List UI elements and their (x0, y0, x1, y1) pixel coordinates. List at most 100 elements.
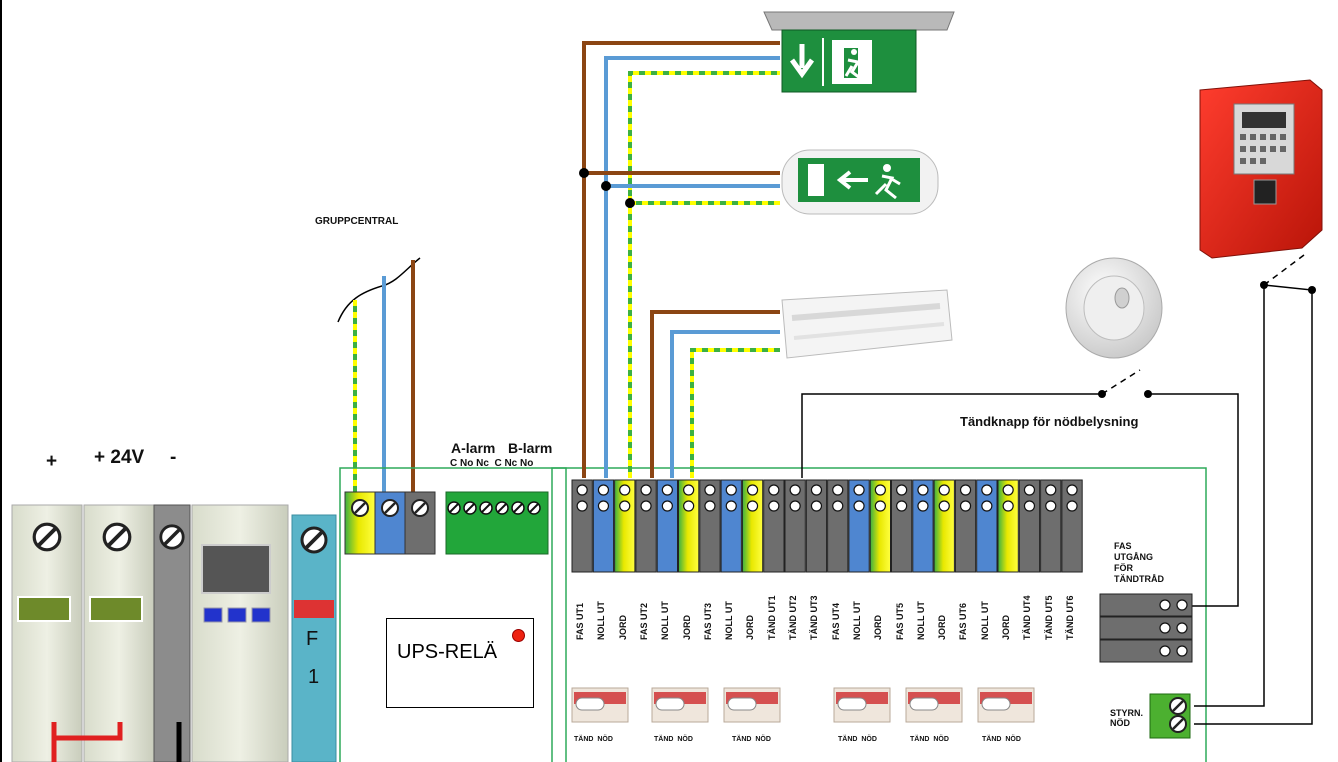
switch-wire-left (801, 393, 1102, 478)
cable-sheath (337, 257, 421, 323)
terminal-label: FAS UT6 (958, 602, 969, 640)
terminal-screw-hole (1066, 500, 1078, 512)
plus-label: + (46, 451, 58, 472)
terminal-14 (848, 479, 870, 573)
terminal-label: JORD (745, 614, 756, 640)
terminal-screw-hole (832, 500, 844, 512)
fire-wire-2 (1194, 284, 1313, 725)
terminal-screw-hole (1066, 484, 1078, 496)
terminal-screw-hole (1023, 484, 1036, 496)
terminal-2 (592, 479, 615, 573)
a-larm-label: A-larm (451, 440, 496, 456)
mode-switch-2[interactable] (651, 687, 709, 723)
terminal-screw-hole (640, 500, 652, 512)
terminal-screw-hole (874, 484, 886, 496)
terminal-screw-hole (853, 484, 865, 496)
terminal-screw-hole (1002, 500, 1014, 512)
terminal-screw-hole (874, 500, 886, 512)
fuse-1-label: 1 (308, 666, 320, 688)
fluorescent-luminaire-icon (781, 289, 953, 359)
terminal-23 (1040, 479, 1062, 573)
terminal-16 (891, 479, 913, 573)
terminal-screw-hole (661, 500, 673, 512)
tandknapp-label: Tändknapp för nödbelysning (960, 414, 1139, 429)
input-terminal-block (344, 491, 436, 555)
led-indicator-icon (512, 629, 525, 642)
gruppcentral-label: GRUPPCENTRAL (315, 216, 399, 227)
switch-mode-label: TÄND NÖD (654, 736, 693, 743)
exit-sign-left-icon (781, 149, 939, 215)
terminal-label: FAS UT1 (575, 602, 585, 640)
terminal-label: JORD (1001, 614, 1011, 640)
output-terminal-strip (571, 479, 1083, 573)
styrn-nod-terminal (1149, 693, 1191, 739)
switch-mode-label: TÄND NÖD (732, 736, 771, 743)
mode-switch-row (571, 687, 1035, 723)
terminal-screw-hole (959, 500, 972, 512)
terminal-label: TÄND UT4 (1022, 595, 1033, 641)
terminal-18 (933, 479, 955, 573)
terminal-15 (869, 479, 892, 573)
terminal-screw-hole (1002, 484, 1014, 496)
terminal-5 (656, 479, 679, 573)
styrn-nod-label: STYRN. NÖD (1110, 708, 1143, 728)
alarm-terminal-block (445, 491, 549, 555)
mode-switch-4[interactable] (833, 687, 891, 723)
terminal-screw-hole (661, 484, 673, 496)
alarm-contacts-label: C No Nc C Nc No (450, 458, 534, 469)
terminal-label: TÄND UT3 (809, 595, 820, 641)
terminal-screw-hole (746, 484, 759, 496)
terminal-screw-hole (981, 484, 993, 496)
terminal-screw-hole (768, 484, 780, 496)
fire-alarm-panel-icon (1199, 79, 1323, 259)
terminal-screw-hole (704, 484, 716, 496)
ups-relay-label: UPS-RELÄ (397, 641, 498, 663)
terminal-screw-hole (746, 500, 759, 512)
red-jumper-wire (51, 722, 123, 762)
mode-switch-3[interactable] (723, 687, 781, 723)
switch-mode-label: TÄND NÖD (574, 736, 613, 743)
terminal-screw-hole (810, 500, 823, 512)
terminal-9 (741, 479, 764, 573)
terminal-label: NOLL UT (596, 601, 607, 640)
terminal-screw-hole (896, 484, 908, 496)
terminal-screw-hole (832, 484, 844, 496)
minus-label: - (170, 447, 177, 468)
terminal-19 (954, 479, 977, 573)
terminal-label: TÄND UT5 (1043, 595, 1054, 641)
neutral-wire-lum1 (604, 56, 780, 478)
terminal-screw-hole (704, 500, 716, 512)
terminal-7 (699, 479, 721, 573)
emergency-panel-outline (551, 467, 1207, 762)
terminal-screw-hole (597, 500, 610, 512)
terminal-screw-hole (683, 500, 695, 512)
styrn-line-1: STYRN. (1110, 708, 1144, 718)
phase-wire-lum3 (650, 310, 780, 478)
exit-sign-down-icon (763, 11, 955, 93)
terminal-screw-hole (768, 500, 780, 512)
terminal-screw-hole (683, 484, 695, 496)
terminal-12 (805, 479, 828, 573)
terminal-label: TÄND UT6 (1064, 595, 1075, 641)
terminal-screw-hole (938, 500, 950, 512)
terminal-21 (997, 479, 1019, 573)
terminal-screw-hole (725, 500, 737, 512)
terminal-label: JORD (873, 614, 884, 640)
display-module (191, 504, 289, 762)
terminal-screw-hole (853, 500, 865, 512)
terminal-17 (912, 479, 934, 573)
fire-wire-1 (1194, 285, 1265, 707)
terminal-label: FAS UT4 (830, 602, 841, 640)
mode-switch-5[interactable] (905, 687, 963, 723)
fas-utgang-line-1: FAS (1114, 541, 1132, 551)
terminal-label: JORD (617, 614, 628, 640)
push-button-icon (1065, 257, 1163, 359)
fuse-f-label: F (306, 628, 319, 650)
terminal-screw-hole (576, 500, 588, 512)
mode-switch-6[interactable] (977, 687, 1035, 723)
switch-mode-label: TÄND NÖD (838, 736, 877, 743)
terminal-label: FAS UT2 (638, 602, 649, 640)
mode-switch-1[interactable] (571, 687, 629, 723)
terminal-label: FAS UT3 (702, 602, 713, 640)
